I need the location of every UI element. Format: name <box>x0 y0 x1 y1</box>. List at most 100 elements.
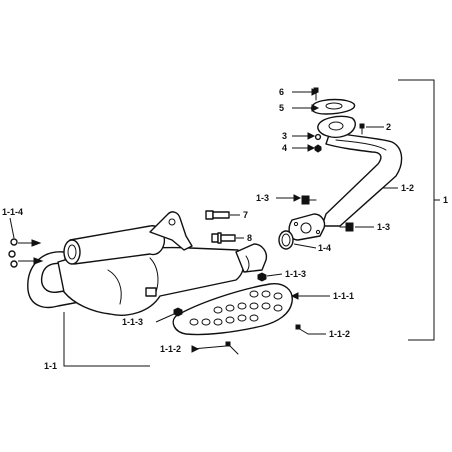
leader-1-4 <box>293 243 317 249</box>
gasket-plate <box>310 98 356 115</box>
leader-lines <box>9 79 440 367</box>
nut-part-1-1-3-right <box>257 272 267 282</box>
shield-hole <box>273 292 283 300</box>
label-6: 6 <box>279 87 284 97</box>
collector-bolt-hole <box>293 221 299 227</box>
fastener-1-1-4 <box>10 238 18 246</box>
label-1-2: 1-2 <box>401 183 414 193</box>
collector-flange-hole <box>300 222 312 234</box>
bolt-part-8 <box>211 232 236 244</box>
leader-1-1-3-left <box>155 313 175 323</box>
arrow-3 <box>307 132 316 140</box>
arrow-1-3-top <box>293 194 302 202</box>
leader-1-1-3-right <box>266 273 283 277</box>
leader-1-1-4 <box>9 217 15 239</box>
bolt-1-3-head <box>301 195 310 205</box>
bolt-1-3-right-head <box>345 222 354 232</box>
bolt-part-2 <box>359 123 365 135</box>
collector-flange-plate <box>288 213 326 241</box>
nut-part-4 <box>314 144 322 153</box>
shield-hole <box>273 304 283 312</box>
shield-hole <box>201 318 211 326</box>
gasket-ring-inner <box>281 233 291 247</box>
bolt-head <box>359 123 365 129</box>
bolt-7-shaft <box>212 211 230 219</box>
shield-hole <box>189 318 199 326</box>
label-1-1-3-right: 1-1-3 <box>285 269 306 279</box>
fastener-1-1-4 <box>10 260 18 268</box>
collector-joint <box>235 243 268 273</box>
heat-shield-holes <box>189 290 283 326</box>
shield-hole <box>249 302 259 310</box>
label-5: 5 <box>279 103 284 113</box>
muffler-assembly <box>27 211 268 316</box>
upper-pipe-end <box>63 239 81 265</box>
screw-head <box>225 341 231 347</box>
label-1-1-1: 1-1-1 <box>333 291 354 301</box>
bracket-hole <box>168 218 176 226</box>
shield-hole <box>225 304 235 312</box>
shield-hole <box>237 314 247 322</box>
muffler-seam <box>107 269 122 305</box>
screw-head <box>295 324 301 330</box>
fasteners-part-1-1-4 <box>8 238 18 268</box>
leader-1-1 <box>63 312 150 367</box>
port-flange-hole <box>328 121 344 131</box>
arrows <box>18 88 320 353</box>
label-3: 3 <box>282 131 287 141</box>
label-1-3-right: 1-3 <box>377 222 390 232</box>
screw-part-1-1-2-bottom <box>225 341 239 355</box>
upper-pipe-end-inner <box>67 244 77 260</box>
label-2: 2 <box>386 122 391 132</box>
header-pipe-tube <box>321 131 403 227</box>
bolt-part-1-3-right <box>339 222 354 232</box>
shield-hole <box>261 290 271 298</box>
arrow-4 <box>307 144 316 152</box>
bracket-1 <box>398 79 435 341</box>
gasket-ring-part-1-4 <box>278 230 294 250</box>
shield-hole <box>225 316 235 324</box>
label-1-1-2-bottom: 1-1-2 <box>160 344 181 354</box>
fastener-1-1-4 <box>8 250 16 258</box>
nut-part-1-1-3-left <box>173 307 183 317</box>
arrow-1-1-1 <box>290 292 299 300</box>
collector-flange <box>245 255 250 273</box>
label-1-1-4: 1-1-4 <box>2 207 23 217</box>
shield-hole <box>249 314 259 322</box>
bolt-part-1-3-top <box>301 195 317 205</box>
port-flange <box>317 115 356 138</box>
gasket-part-5 <box>310 98 356 115</box>
label-1-4: 1-4 <box>318 243 331 253</box>
muffler-tab <box>145 287 157 297</box>
shield-hole <box>249 290 259 298</box>
label-1-3-top: 1-3 <box>256 193 269 203</box>
header-pipe-highlight <box>335 139 387 151</box>
arrow-5 <box>311 104 320 112</box>
muffler-seam-2 <box>149 257 159 293</box>
label-8: 8 <box>247 233 252 243</box>
bolt-8-head <box>211 233 219 243</box>
washer-part-3 <box>314 133 322 141</box>
gasket-hole <box>325 102 343 110</box>
bolt-8-shaft <box>220 234 236 242</box>
screw-part-1-1-2-right <box>295 324 309 335</box>
heat-shield <box>172 283 293 336</box>
collector-bolt-hole <box>315 229 321 235</box>
mounting-bracket <box>149 211 193 251</box>
label-1: 1 <box>443 195 448 205</box>
shield-hole <box>213 318 223 326</box>
gasket-ring-outer <box>278 230 294 250</box>
bolt-7-head <box>205 210 214 220</box>
label-1-1: 1-1 <box>44 361 57 371</box>
arrow-6 <box>311 88 320 96</box>
shield-hole <box>213 306 223 314</box>
arrow-1-1-2 <box>191 345 200 353</box>
header-pipe <box>288 115 403 241</box>
bolt-part-7 <box>205 210 230 220</box>
shield-hole <box>237 302 247 310</box>
label-1-1-2-right: 1-1-2 <box>329 329 350 339</box>
label-4: 4 <box>282 143 287 153</box>
shield-hole <box>261 302 271 310</box>
label-1-1-3-left: 1-1-3 <box>122 317 143 327</box>
